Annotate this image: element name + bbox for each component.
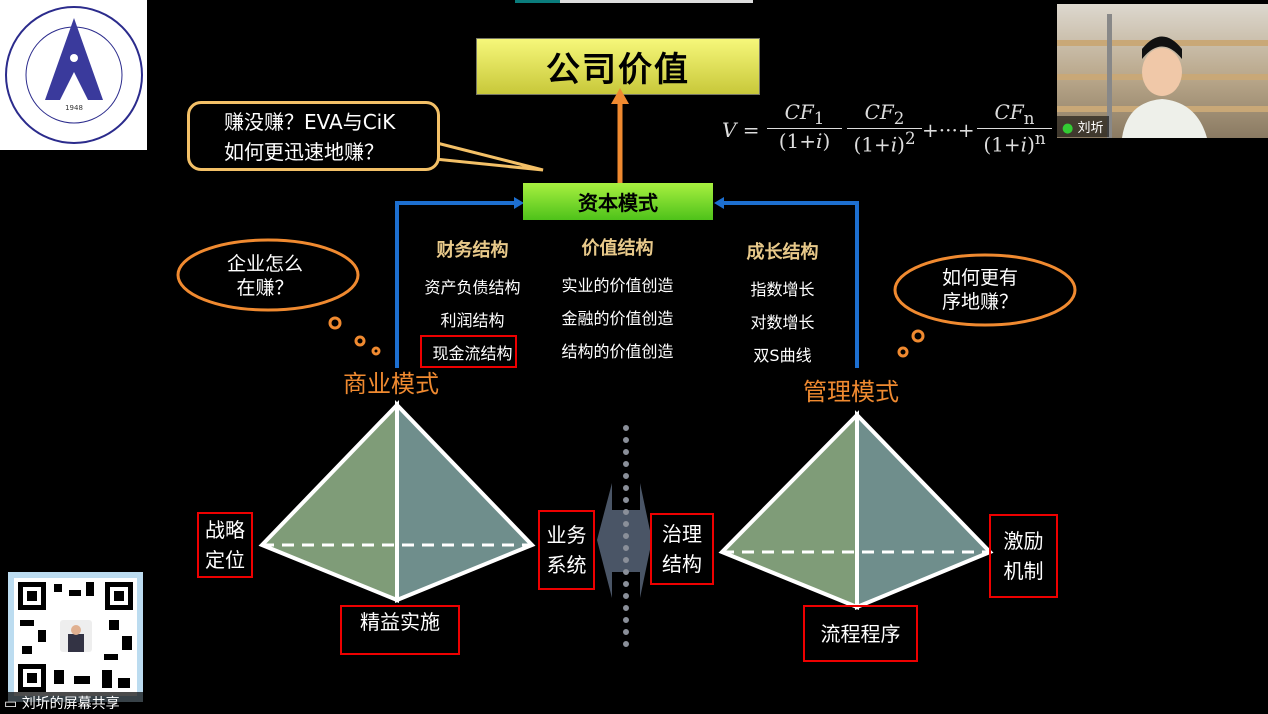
thought-cloud-left bbox=[176, 238, 381, 356]
speaker-video[interactable] bbox=[1057, 4, 1268, 138]
right-pyramid bbox=[718, 410, 994, 610]
label-business-system: 业务系统 bbox=[538, 510, 595, 590]
column-growth-structure: 成长结构 指数增长 对数增长 双S曲线 bbox=[746, 242, 819, 365]
svg-text:1948: 1948 bbox=[65, 104, 83, 112]
double-arrow bbox=[597, 483, 652, 598]
cloud-right-text: 如何更有序地赚？ bbox=[941, 267, 1018, 313]
label-lean-implementation: 精益实施 bbox=[340, 605, 460, 655]
capital-mode-box: 资本模式 bbox=[523, 183, 713, 220]
speaker-name-tag: ● 刘圻 bbox=[1057, 116, 1109, 137]
cloud-left-text: 企业怎么在赚？ bbox=[226, 253, 303, 299]
label-governance-structure: 治理结构 bbox=[650, 513, 714, 585]
valuation-formula: V = CF1(1+i) CF2(1+i)2 +···+ CFn(1+i)n bbox=[722, 100, 1052, 170]
business-mode-label: 商业模式 bbox=[343, 370, 439, 398]
right-blue-arrow bbox=[722, 201, 859, 368]
university-logo: 1948 bbox=[0, 0, 147, 150]
label-strategic-positioning: 战略定位 bbox=[197, 512, 253, 578]
column-value-structure: 价值结构 实业的价值创造 金融的价值创造 结构的价值创造 bbox=[561, 238, 674, 361]
column-financial-structure: 财务结构 资产负债结构 利润结构 现金流结构 bbox=[424, 240, 521, 363]
left-pyramid bbox=[258, 400, 536, 603]
qr-code bbox=[8, 572, 143, 702]
bubble-line-2: 如何更迅速地赚？ bbox=[224, 140, 384, 164]
label-process-procedure: 流程程序 bbox=[803, 605, 918, 662]
screen-share-icon: ▭ bbox=[4, 696, 18, 712]
window-top-strip bbox=[515, 0, 753, 3]
management-mode-label: 管理模式 bbox=[803, 378, 899, 406]
bubble-line-1: 赚没赚？EVA与CiK bbox=[224, 110, 396, 134]
label-incentive-mechanism: 激励机制 bbox=[989, 514, 1058, 598]
mic-icon: ● bbox=[1062, 121, 1074, 136]
thought-cloud-right bbox=[893, 253, 1077, 358]
screen-share-label: ▭ 刘圻的屏幕共享 bbox=[0, 692, 145, 714]
left-blue-arrow bbox=[395, 201, 516, 368]
speech-bubble: 赚没赚？EVA与CiK 如何更迅速地赚？ bbox=[187, 101, 440, 171]
highlight-box-cashflow bbox=[420, 335, 517, 368]
bubble-tail bbox=[423, 138, 544, 172]
